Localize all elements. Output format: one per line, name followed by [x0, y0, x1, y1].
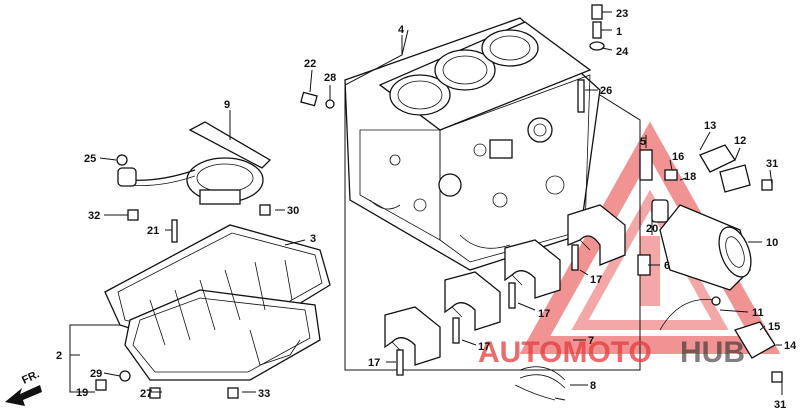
part-label-17-d: 17 [368, 357, 380, 369]
leader-lines [69, 11, 783, 401]
part-label-30: 30 [287, 205, 299, 217]
part-label-2: 2 [56, 350, 62, 362]
part-label-17-a: 17 [590, 274, 602, 286]
part-label-10: 10 [766, 237, 778, 249]
part-label-6: 6 [664, 260, 670, 272]
part-label-20: 20 [646, 223, 658, 235]
part-label-5: 5 [640, 136, 646, 148]
oil-pan [104, 224, 331, 381]
part-label-25: 25 [84, 153, 96, 165]
part-label-23: 23 [616, 8, 628, 20]
engine-block [344, 17, 601, 271]
part-label-9: 9 [224, 99, 230, 111]
oil-filter [651, 199, 752, 291]
part-label-33: 33 [258, 388, 270, 400]
part-label-18: 18 [684, 171, 696, 183]
bearing-caps [384, 204, 626, 366]
part-label-1: 1 [616, 26, 622, 38]
watermark-text-hub: HUB [680, 336, 745, 369]
part-label-17-c: 17 [478, 341, 490, 353]
part-label-15: 15 [768, 321, 780, 333]
part-label-31-top: 31 [766, 158, 778, 170]
part-label-22: 22 [304, 58, 316, 70]
part-label-14: 14 [784, 340, 797, 352]
part-label-27: 27 [140, 388, 152, 400]
part-label-24: 24 [616, 46, 629, 58]
part-label-8-upper: 8 [590, 380, 596, 392]
part-label-16: 16 [672, 151, 684, 163]
part-label-19: 19 [76, 387, 88, 399]
part-label-13: 13 [704, 120, 716, 132]
front-arrow: FR. [5, 368, 42, 406]
watermark-text-auto: AUTOMOTO [478, 336, 652, 369]
bolts [95, 4, 783, 399]
watermark-text: AUTOMOTO HUB [478, 336, 745, 369]
part-label-32: 32 [88, 210, 100, 222]
small-parts [514, 144, 776, 401]
front-arrow-label: FR. [20, 368, 41, 386]
part-label-31-bottom: 31 [774, 399, 786, 411]
part-label-21: 21 [147, 225, 159, 237]
part-label-7: 7 [588, 335, 594, 347]
part-label-11: 11 [752, 307, 764, 319]
part-label-3: 3 [310, 233, 316, 245]
part-label-4: 4 [398, 24, 405, 36]
part-label-29: 29 [90, 368, 102, 380]
part-label-26: 26 [600, 85, 612, 97]
part-label-28: 28 [324, 72, 336, 84]
oil-strainer [117, 121, 272, 205]
part-label-17-b: 17 [538, 308, 550, 320]
part-labels: 23 1 24 4 26 22 28 9 25 32 21 30 3 2 29 … [56, 8, 797, 411]
part-label-12: 12 [734, 135, 746, 147]
